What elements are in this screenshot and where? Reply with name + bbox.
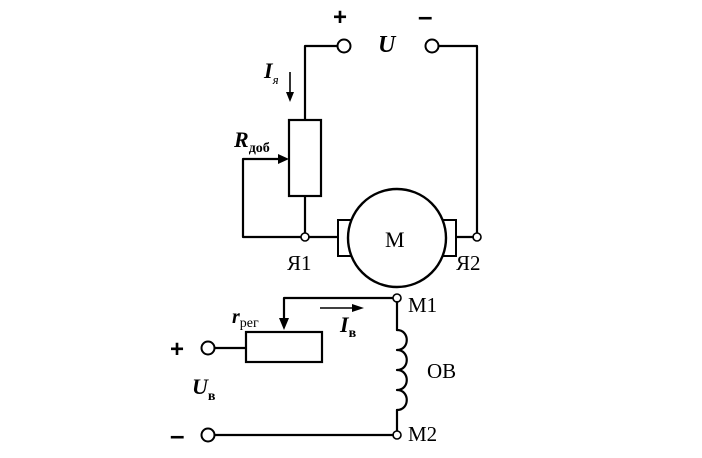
additional-resistor-label: Rдоб [233,127,270,156]
armature-plus-terminal [336,38,352,54]
armature-wire-right [437,44,479,239]
field-voltage-label: Uв [192,374,216,404]
armature-plus-label: + [333,4,347,31]
armature-minus-label: – [418,1,432,31]
armature-current-arrow [286,72,294,102]
rheostat-slider-wire [241,157,307,239]
field-minus-terminal [200,427,216,443]
terminal-ya2-node [472,232,482,242]
field-plus-label: + [170,336,184,363]
field-slider-wire [282,296,395,322]
terminal-m1-label: М1 [408,293,437,317]
additional-resistor [287,118,323,198]
winding-label: ОВ [427,359,456,383]
rheostat-slider-arrow [278,154,289,164]
field-current-arrow [320,304,364,312]
motor [337,187,457,289]
armature-wire-left [303,44,339,122]
field-plus-terminal [200,340,216,356]
terminal-m1-node [392,293,402,303]
field-circuit: + – Uв rрег Iв М1 ОВ М2 [170,293,456,450]
armature-minus-terminal [424,38,440,54]
motor-label: M [385,227,405,252]
terminal-m2-node [392,430,402,440]
armature-current-label: Iя [263,58,279,87]
terminal-ya1-node [300,232,310,242]
field-winding-coil [395,328,408,412]
field-minus-label: – [170,420,184,450]
motor-armature-circle [346,187,448,289]
field-slider-arrow [279,318,289,330]
regulating-resistor [244,330,324,364]
armature-voltage-label: U [378,32,397,58]
armature-circuit: + – U Iя Rдоб M Я1 Я2 [233,1,482,289]
terminal-m2-label: М2 [408,422,437,446]
regulating-resistor-label: rрег [232,306,259,331]
terminal-ya1-label: Я1 [287,251,312,275]
field-current-label: Iв [339,312,357,341]
terminal-ya2-label: Я2 [456,251,481,275]
